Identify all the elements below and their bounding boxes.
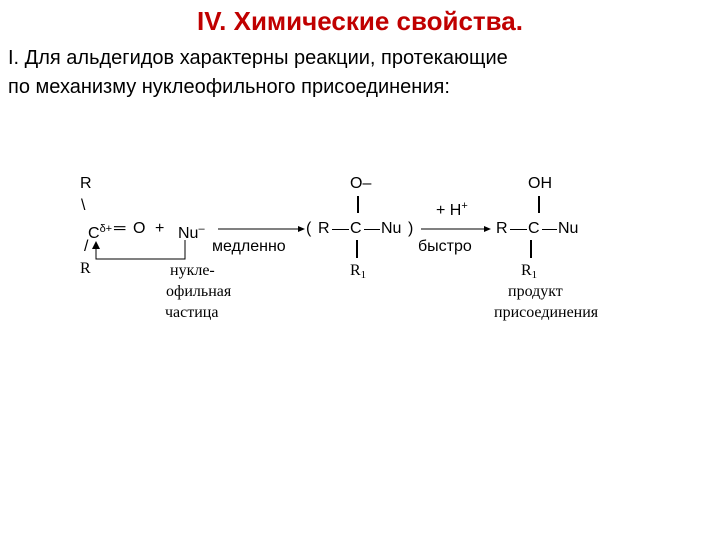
nucleophile-caption-3: частица: [165, 304, 219, 321]
intermediate-carbon: C: [350, 220, 362, 237]
aldehyde-oxygen: O: [133, 220, 146, 237]
intro-line-2: по механизму нуклеофильного присоединени…: [8, 76, 450, 98]
step1-arrow: [218, 226, 305, 232]
intro-text: I. Для альдегидов характерны реакции, пр…: [8, 44, 708, 102]
product-bond-right: [542, 229, 557, 230]
intermediate-close-paren: ): [408, 220, 414, 237]
product-bond-top: [538, 196, 540, 213]
aldehyde-bond-top: \: [81, 197, 86, 214]
nucleophile: Nu–: [178, 223, 205, 242]
step2-reagent: + H+: [436, 200, 468, 219]
intermediate-bond-bottom: [356, 240, 358, 258]
step2-condition: быстро: [418, 238, 472, 255]
plus-sign: +: [155, 220, 165, 237]
step2-arrow: [421, 226, 491, 232]
product-top-group: OH: [528, 175, 552, 192]
proton-charge: +: [461, 200, 468, 212]
product-r: R: [496, 220, 508, 237]
aldehyde-bond-bottom: /: [84, 238, 89, 255]
nucleophile-attack-arrow: [92, 240, 186, 260]
nucleophile-caption-2: офильная: [166, 283, 232, 300]
slide-title: IV. Химические свойства.: [196, 6, 523, 36]
intermediate-bond-left: [332, 229, 349, 230]
product-caption-2: присоединения: [494, 304, 599, 321]
intermediate-r: R: [318, 220, 330, 237]
product-bond-bottom: [530, 240, 532, 258]
product-carbon: C: [528, 220, 540, 237]
product-r1: R1: [521, 262, 538, 281]
product-bond-left: [510, 229, 527, 230]
carbon-charge: δ+: [99, 223, 113, 235]
product-nu: Nu: [558, 220, 579, 237]
step1-condition: медленно: [212, 238, 286, 255]
nucleophile-charge: –: [198, 223, 205, 235]
intro-line-1: I. Для альдегидов характерны реакции, пр…: [8, 47, 508, 69]
intermediate-bond-top: [357, 196, 359, 213]
product-caption-1: продукт: [508, 283, 563, 300]
aldehyde-carbon: Cδ+: [88, 223, 113, 242]
double-bond: ═: [114, 220, 126, 237]
intermediate-nu: Nu: [381, 220, 402, 237]
nucleophile-caption-1: нукле-: [170, 262, 215, 279]
intermediate-r1: R1: [350, 262, 367, 281]
intermediate-top-group: O–: [350, 175, 372, 192]
intermediate-bond-right: [364, 229, 380, 230]
aldehyde-r-bottom: R: [80, 260, 91, 277]
intermediate-open-paren: (: [306, 220, 312, 237]
aldehyde-r-top: R: [80, 175, 92, 192]
